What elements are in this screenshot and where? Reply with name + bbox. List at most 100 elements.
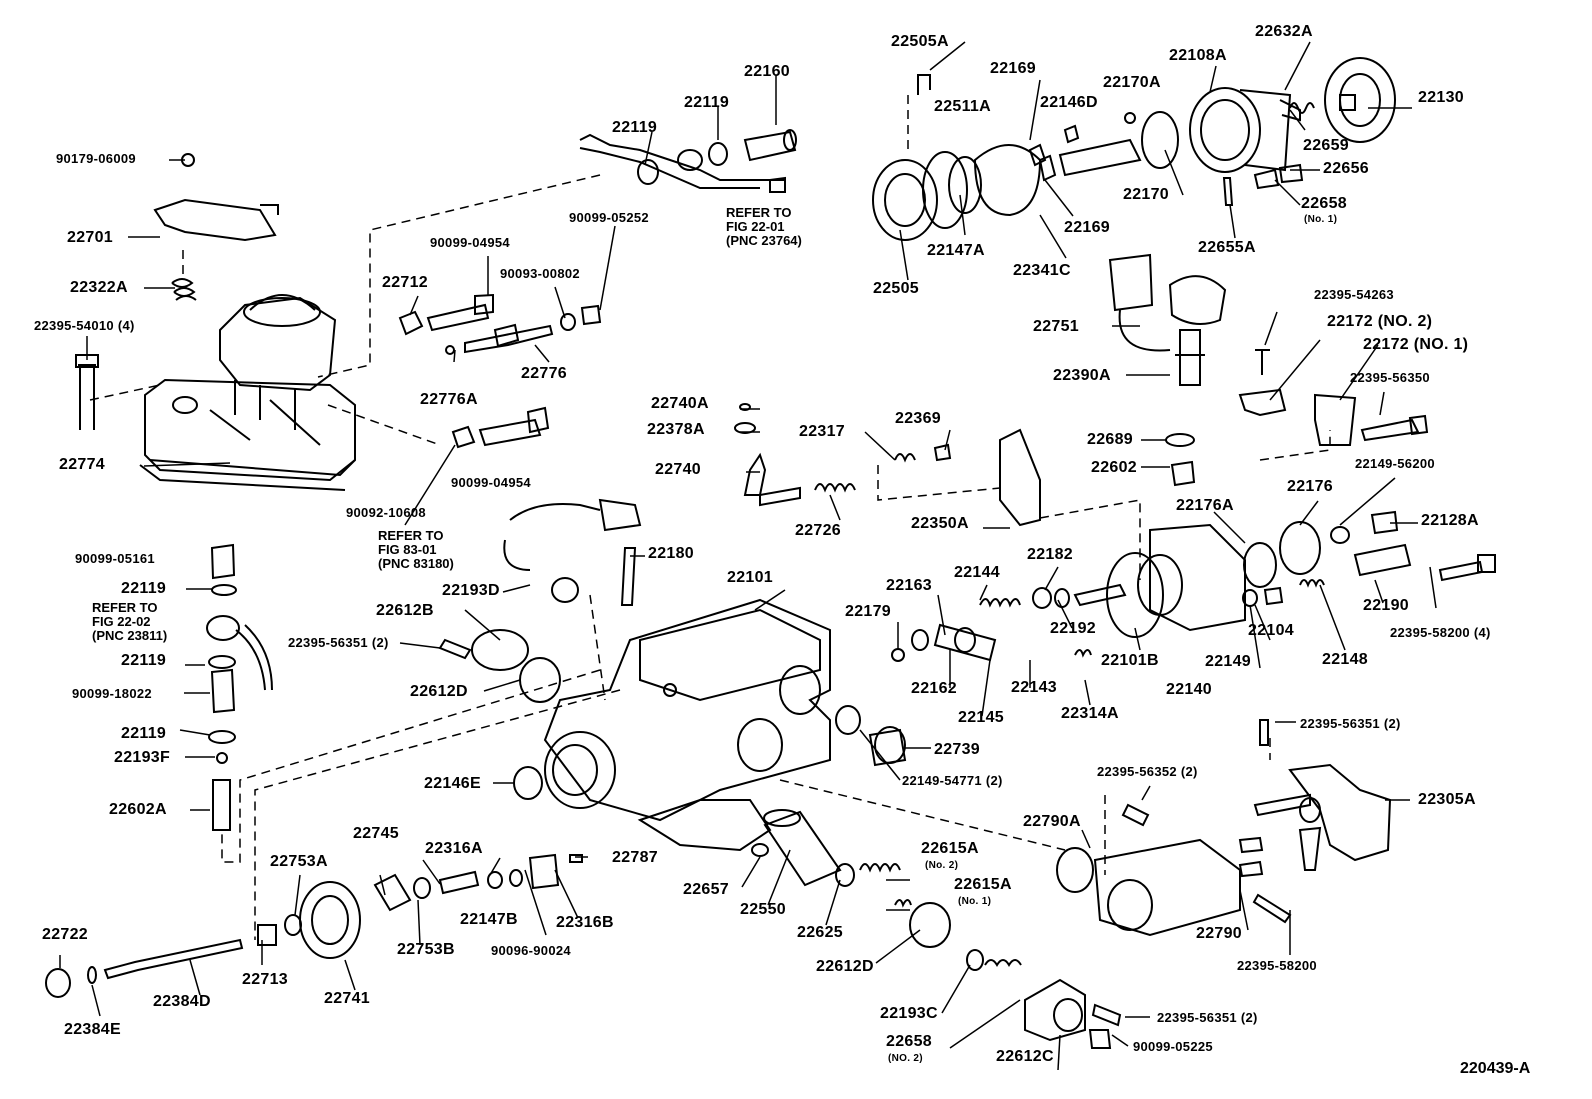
part-number-label: 22190: [1363, 597, 1409, 614]
right-middle-group: [891, 510, 1496, 662]
bottom-group: [513, 766, 1122, 1049]
part-number-label: 22143: [1011, 679, 1057, 696]
part-number-label: 22128A: [1421, 512, 1479, 529]
part-number-label: 90179-06009: [56, 151, 136, 166]
reference-note: REFER TO FIG 22-02 (PNC 23811): [92, 600, 168, 643]
part-number-label: 22753B: [397, 941, 455, 958]
part-number-label: 22625: [797, 924, 843, 941]
left-fittings-group: [206, 543, 273, 831]
part-number-label: 22615A: [954, 876, 1012, 893]
part-number-label: 22722: [42, 926, 88, 943]
part-number-label: 22176A: [1176, 497, 1234, 514]
part-number-label: 22740: [655, 461, 701, 478]
part-number-label: 22395-54263: [1314, 287, 1394, 302]
figure-id: 220439-A: [1460, 1060, 1531, 1077]
part-number-label: 22395-56351 (2): [1157, 1010, 1258, 1025]
part-number-label: 90096-90024: [491, 943, 571, 958]
part-number-label: 22741: [324, 990, 370, 1007]
bolts-group: [398, 293, 602, 449]
part-number-note: (No. 2): [925, 860, 959, 871]
part-number-label: 22753A: [270, 853, 328, 870]
part-number-label: 90099-04954: [451, 475, 531, 490]
part-number-label: 22395-56352 (2): [1097, 764, 1198, 779]
dashed-lines: [89, 95, 1331, 940]
part-number-label: 22739: [934, 741, 980, 758]
part-number-label: 22656: [1323, 160, 1369, 177]
connector-harness-group: [503, 498, 642, 606]
part-number-label: 22615A: [921, 840, 979, 857]
center-linkage-group: [734, 403, 1196, 527]
part-number-label: 22169: [1064, 219, 1110, 236]
part-number-label: 22317: [799, 423, 845, 440]
part-number-label: 22193F: [114, 749, 171, 766]
part-number-label: 22612D: [410, 683, 468, 700]
part-number-label: 22182: [1027, 546, 1073, 563]
part-number-label: 22130: [1418, 89, 1464, 106]
part-number-label: 22145: [958, 709, 1004, 726]
part-number-label: 22146E: [424, 775, 481, 792]
reference-note: REFER TO FIG 83-01 (PNC 83180): [378, 528, 454, 571]
part-number-label: 90092-10608: [346, 505, 426, 520]
part-number-label: 22180: [648, 545, 694, 562]
part-number-label: 22740A: [651, 395, 709, 412]
part-number-label: 22162: [911, 680, 957, 697]
part-number-label: 90099-05225: [1133, 1039, 1213, 1054]
part-number-label: 22390A: [1053, 367, 1111, 384]
part-number-label: 22511A: [934, 98, 991, 115]
part-number-label: 22787: [612, 849, 658, 866]
part-number-label: 22713: [242, 971, 288, 988]
part-number-label: 22148: [1322, 651, 1368, 668]
part-number-label: 22108A: [1169, 47, 1227, 64]
part-number-label: 22104: [1248, 622, 1294, 639]
part-number-label: 22657: [683, 881, 729, 898]
part-number-label: 22163: [886, 577, 932, 594]
part-number-label: 22179: [845, 603, 891, 620]
part-number-label: 22322A: [70, 279, 128, 296]
part-number-label: 22395-54010 (4): [34, 318, 135, 333]
part-number-label: 90099-05252: [569, 210, 649, 225]
part-number-label: 22176: [1287, 478, 1333, 495]
part-number-label: 22776A: [420, 391, 478, 408]
part-number-label: 22655A: [1198, 239, 1256, 256]
part-number-label: 22790: [1196, 925, 1242, 942]
part-number-label: 22505A: [891, 33, 949, 50]
part-number-label: 22726: [795, 522, 841, 539]
part-number-label: 22790A: [1023, 813, 1081, 830]
part-number-label: 90099-18022: [72, 686, 152, 701]
part-number-label: 22193D: [442, 582, 500, 599]
part-number-label: 22192: [1050, 620, 1096, 637]
plate-group: [438, 629, 561, 703]
part-number-label: 22170: [1123, 186, 1169, 203]
part-number-label: 22612D: [816, 958, 874, 975]
part-number-label: 22341C: [1013, 262, 1071, 279]
part-number-label: 22602A: [109, 801, 167, 818]
part-number-label: 22170A: [1103, 74, 1161, 91]
part-number-label: 22395-56351 (2): [288, 635, 389, 650]
part-number-label: 22314A: [1061, 705, 1119, 722]
part-number-label: 90099-05161: [75, 551, 155, 566]
solenoid-sensor-group: [1108, 253, 1227, 386]
part-number-label: 22149-56200: [1355, 456, 1435, 471]
part-number-note: (NO. 2): [888, 1053, 923, 1064]
reference-note: REFER TO FIG 22-01 (PNC 23764): [726, 205, 802, 248]
part-number-label: 22147B: [460, 911, 518, 928]
part-number-label: 22689: [1087, 431, 1133, 448]
part-number-label: 22146D: [1040, 94, 1098, 111]
leader-lines: [59, 41, 1437, 1071]
part-number-label: 22384E: [64, 1021, 121, 1038]
bottom-left-group: [45, 853, 583, 998]
part-number-label: 22745: [353, 825, 399, 842]
part-number-label: 22350A: [911, 515, 969, 532]
part-number-label: 22169: [990, 60, 1036, 77]
part-number-label: 22395-56351 (2): [1300, 716, 1401, 731]
part-number-label: 22119: [121, 652, 167, 669]
part-number-label: 90099-04954: [430, 235, 510, 250]
part-number-label: 22701: [67, 229, 113, 246]
part-number-label: 22774: [59, 456, 105, 473]
part-number-label: 22378A: [647, 421, 705, 438]
part-number-label: 22149: [1205, 653, 1251, 670]
part-number-label: 22101: [727, 569, 773, 586]
part-number-label: 22119: [612, 119, 658, 136]
part-number-label: 22172 (NO. 1): [1363, 336, 1469, 353]
